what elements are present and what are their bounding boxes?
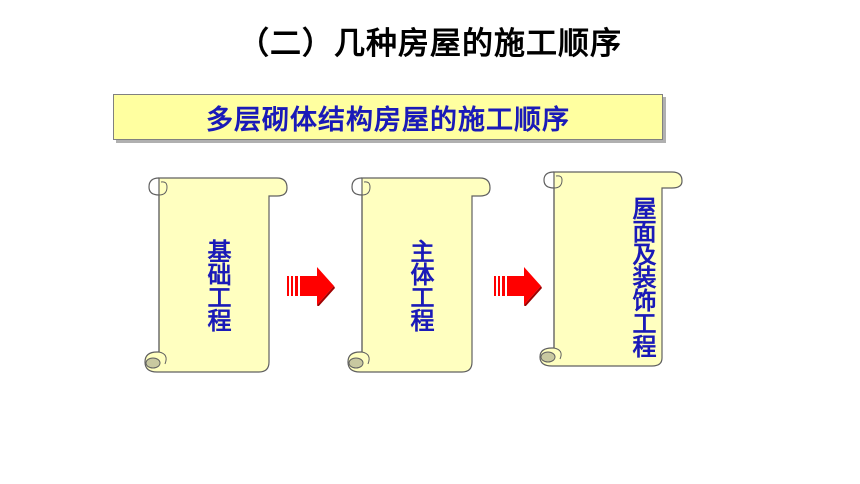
subtitle-text: 多层砌体结构房屋的施工顺序 [206, 104, 570, 136]
subtitle-banner: 多层砌体结构房屋的施工顺序 [113, 94, 663, 140]
step-scroll-2: 主体工程 [340, 170, 500, 378]
scroll-shape [539, 171, 683, 367]
step-label: 基础工程 [203, 239, 231, 331]
step-scroll-1: 基础工程 [137, 170, 297, 378]
step-label: 屋面及装饰工程 [628, 195, 656, 357]
arrow-right-icon [287, 267, 335, 306]
scroll-shape [144, 177, 288, 373]
scroll-shape [347, 177, 491, 373]
step-label: 主体工程 [406, 239, 434, 331]
page-title: （二）几种房屋的施工顺序 [238, 26, 622, 62]
arrow-right-icon [494, 267, 542, 306]
step-scroll-3: 屋面及装饰工程 [532, 166, 692, 370]
